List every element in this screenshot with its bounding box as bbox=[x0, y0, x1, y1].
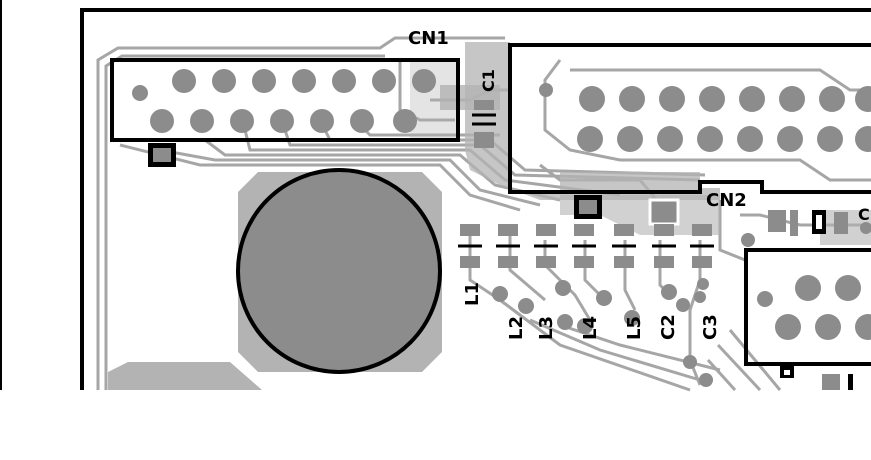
l1-label: L1 bbox=[462, 282, 483, 306]
vias bbox=[492, 278, 713, 387]
bottom-right-connector-outline bbox=[744, 248, 871, 366]
inductor-row bbox=[458, 224, 714, 268]
l2-label: L2 bbox=[506, 316, 527, 340]
board-outline bbox=[80, 8, 871, 390]
cn1-pads bbox=[132, 69, 436, 133]
cn2-label: CN2 bbox=[706, 190, 747, 211]
cn1-outline bbox=[110, 58, 460, 142]
lower-blank-area bbox=[0, 392, 871, 460]
c2-label: C2 bbox=[658, 314, 679, 340]
right-smd-parts: C bbox=[741, 205, 871, 247]
c1-capacitor bbox=[472, 100, 496, 148]
l4-label: L4 bbox=[580, 316, 601, 340]
copper-regions bbox=[108, 42, 871, 390]
cn2-pads bbox=[539, 83, 871, 152]
bottom-right-pin1-marker bbox=[780, 366, 794, 378]
cn1-label: CN1 bbox=[408, 28, 449, 49]
svg-text:C: C bbox=[858, 205, 870, 224]
c3-label: C3 bbox=[700, 314, 721, 340]
cn1-pin1-marker bbox=[148, 143, 176, 167]
cn2-outline bbox=[508, 43, 871, 194]
cn2-pin1-marker bbox=[574, 195, 602, 219]
cn2-square-pad bbox=[648, 198, 680, 226]
battery-outline bbox=[236, 168, 442, 374]
c1-label: C1 bbox=[479, 69, 498, 92]
l3-label: L3 bbox=[536, 316, 557, 340]
l5-label: L5 bbox=[624, 316, 645, 340]
bottom-right-connector-pads bbox=[757, 275, 871, 390]
